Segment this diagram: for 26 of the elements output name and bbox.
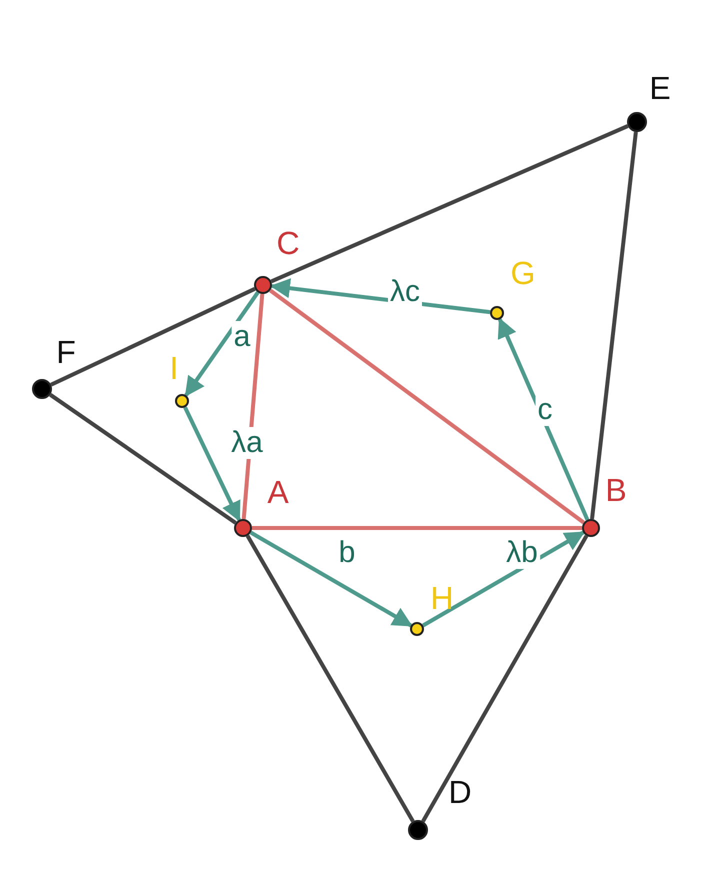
line-segment — [590, 132, 638, 520]
point-label: G — [510, 255, 536, 291]
line-segment — [252, 526, 582, 530]
line-segment — [421, 534, 588, 822]
vector-label: λa — [229, 427, 265, 459]
point-label: E — [648, 70, 672, 106]
vector-arrow — [250, 530, 413, 628]
line-segment — [269, 288, 585, 524]
point-label: B — [604, 472, 628, 508]
point-label: I — [168, 350, 180, 386]
line-segment — [49, 393, 237, 525]
vector-label: c — [536, 394, 554, 426]
point-label: A — [266, 474, 290, 510]
vector-arrow — [183, 406, 241, 522]
point-label: D — [447, 774, 473, 810]
line-segment — [270, 124, 629, 284]
point-label: F — [55, 334, 77, 370]
vector-label: λb — [504, 537, 540, 569]
vector-arrow — [184, 291, 260, 397]
point-label: H — [429, 580, 455, 616]
line-segment — [246, 534, 415, 822]
vector-label: λc — [388, 276, 422, 308]
vector-arrow — [422, 530, 585, 628]
point-label: C — [275, 225, 301, 261]
line-segment — [50, 287, 256, 387]
vector-arrow — [498, 318, 590, 521]
